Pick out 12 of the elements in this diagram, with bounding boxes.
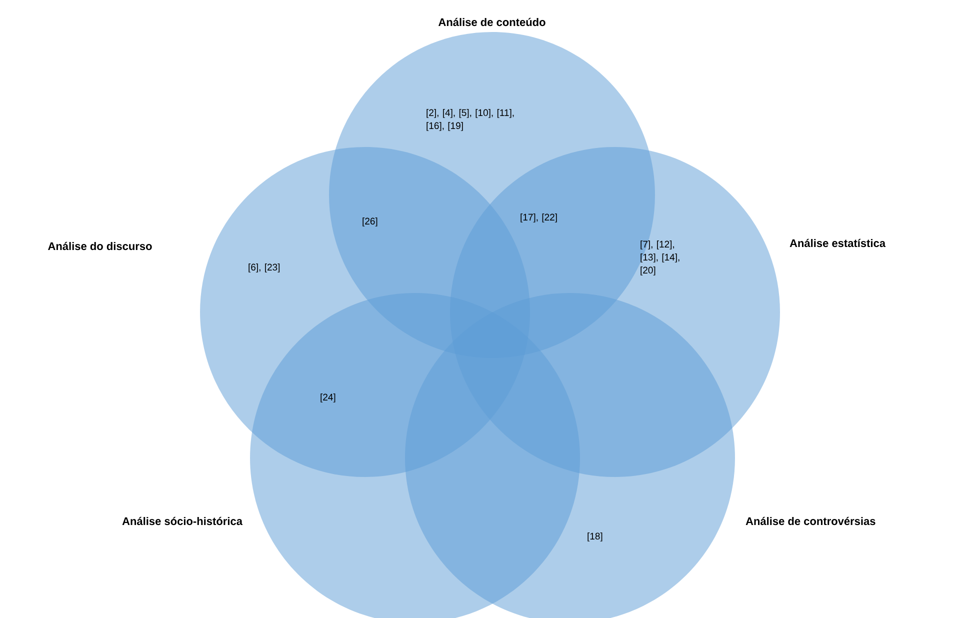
circle-heading: Análise de controvérsias bbox=[746, 516, 876, 526]
reference-list: [24] bbox=[320, 394, 336, 402]
circle-heading: Análise estatística bbox=[790, 238, 886, 248]
circle-heading: Análise do discurso bbox=[48, 242, 152, 250]
reference-list: [6], [23] bbox=[248, 264, 280, 272]
circle-heading: Análise sócio-histórica bbox=[122, 516, 243, 526]
reference-list: [26] bbox=[362, 218, 378, 226]
reference-list: [18] bbox=[588, 532, 602, 542]
reference-list: [2], [4], [5], [10], [11], [16], [19] bbox=[426, 109, 514, 131]
reference-list: [17], [22] bbox=[520, 214, 557, 222]
circle-heading: Análise de conteúdo bbox=[438, 18, 546, 26]
reference-list: [7], [12], [13], [14], [20] bbox=[640, 240, 680, 276]
